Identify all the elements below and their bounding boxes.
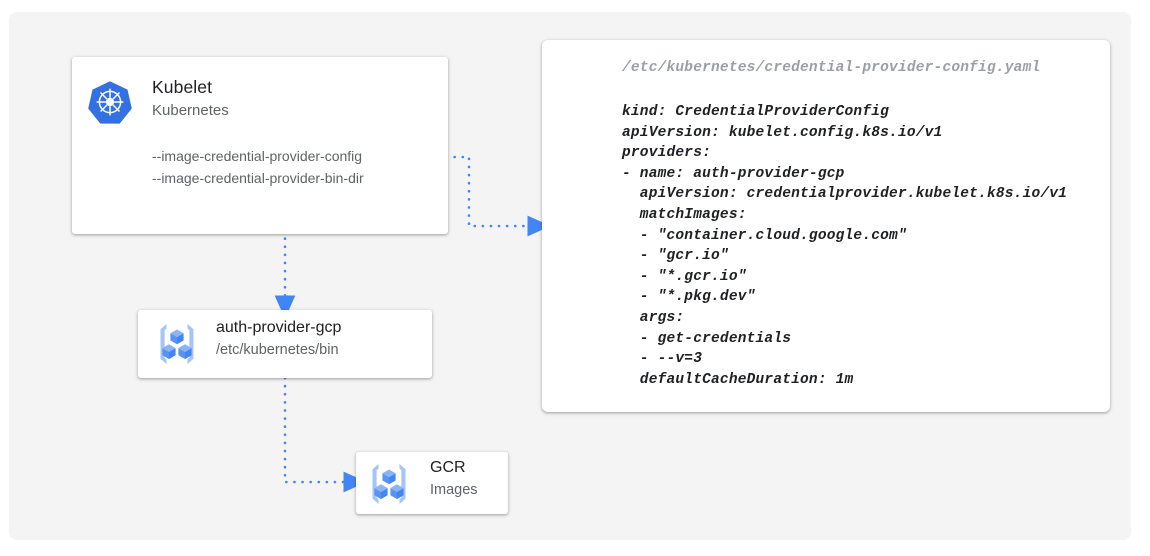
gcr-subtitle: Images bbox=[430, 482, 478, 498]
config-file-path: /etc/kubernetes/credential-provider-conf… bbox=[622, 60, 1041, 76]
kubelet-title: Kubelet bbox=[152, 77, 213, 97]
auth-provider-subtitle: /etc/kubernetes/bin bbox=[216, 342, 339, 358]
kubelet-node-card[interactable]: Kubelet Kubernetes --image-credential-pr… bbox=[72, 57, 448, 234]
credential-provider-config-panel[interactable]: /etc/kubernetes/credential-provider-conf… bbox=[542, 40, 1110, 412]
container-registry-icon bbox=[372, 464, 406, 504]
config-file-content: kind: CredentialProviderConfig apiVersio… bbox=[622, 104, 1068, 388]
auth-provider-title: auth-provider-gcp bbox=[216, 319, 342, 336]
kubelet-flag-bin-dir: --image-credential-provider-bin-dir bbox=[152, 170, 364, 186]
gcr-node-card[interactable]: GCR Images bbox=[356, 452, 508, 514]
auth-provider-gcp-node-card[interactable]: auth-provider-gcp /etc/kubernetes/bin bbox=[138, 310, 432, 378]
kubernetes-logo-icon bbox=[88, 81, 132, 124]
kubelet-flag-config: --image-credential-provider-config bbox=[152, 148, 363, 164]
gcr-title: GCR bbox=[430, 459, 466, 476]
container-registry-icon bbox=[160, 324, 194, 364]
kubelet-subtitle: Kubernetes bbox=[152, 102, 229, 119]
